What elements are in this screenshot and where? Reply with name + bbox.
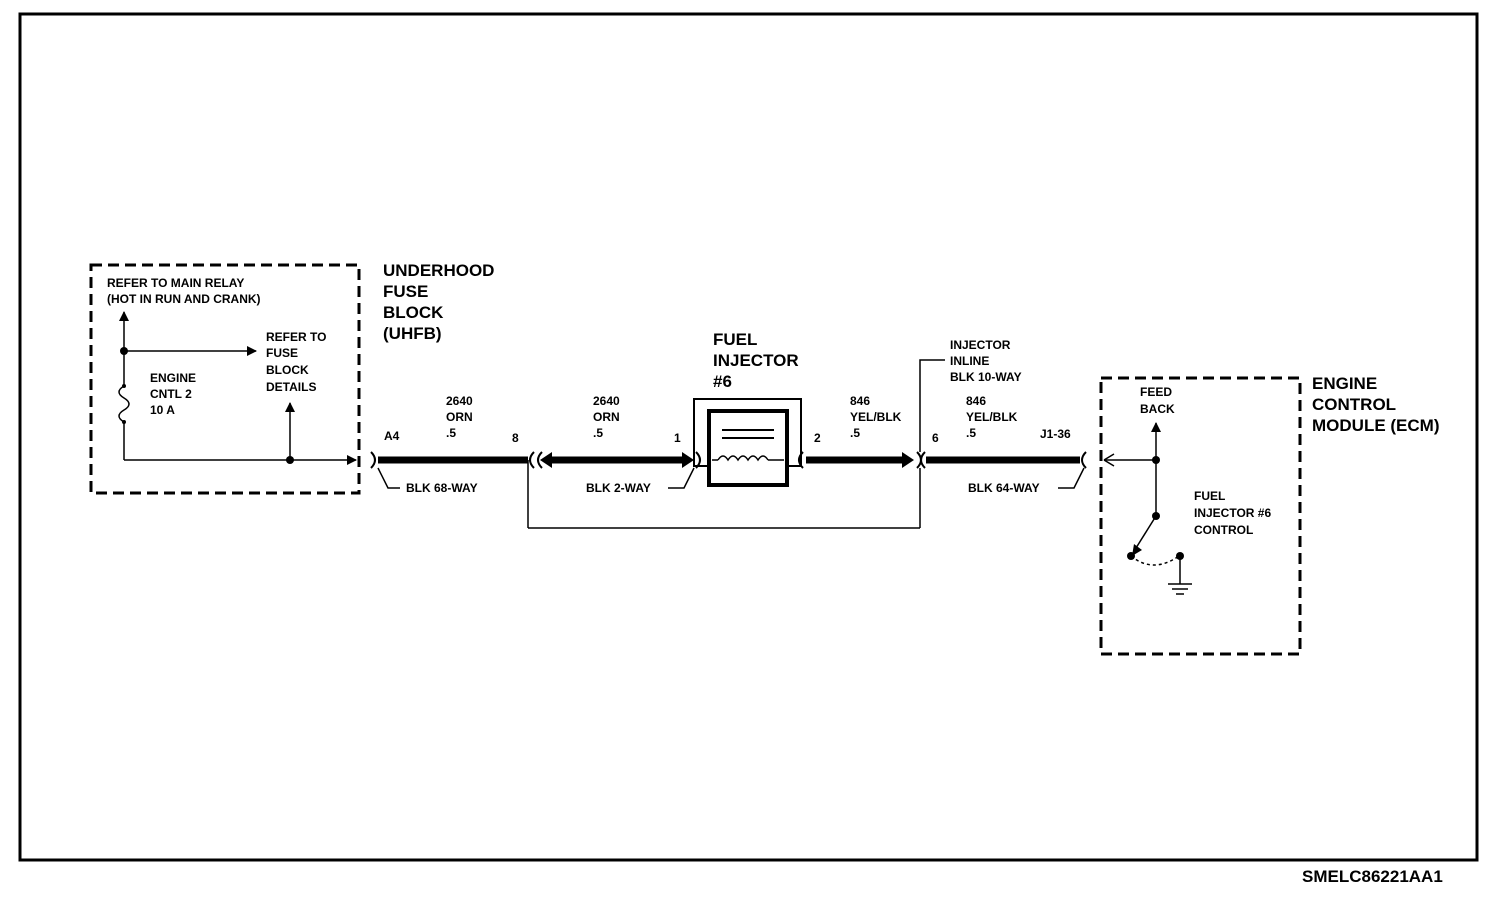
- diagram-id: SMELC86221AA1: [1302, 867, 1443, 886]
- splice-dot: [286, 456, 294, 464]
- injector-control-label: FUEL INJECTOR #6 CONTROL: [1194, 489, 1274, 537]
- wire-4-label: 846 YEL/BLK .5: [966, 394, 1021, 440]
- wire-segment-4: [926, 451, 1087, 469]
- wire-segment-3: [798, 451, 914, 469]
- fuse-icon: [118, 385, 130, 423]
- c68-pin-left: A4: [384, 429, 400, 443]
- c2-pin-right: 2: [814, 431, 821, 445]
- diagram-frame: [18, 12, 1479, 862]
- c64-name: BLK 64-WAY: [968, 481, 1040, 495]
- c64-pin: J1-36: [1040, 427, 1071, 441]
- fuse-label: ENGINE CNTL 2 10 A: [150, 371, 199, 417]
- wire-segment-1: [370, 451, 535, 469]
- refer-main-relay-label: REFER TO MAIN RELAY (HOT IN RUN AND CRAN…: [107, 276, 261, 306]
- wire-segment-2: [537, 451, 701, 469]
- c2-name: BLK 2-WAY: [586, 481, 651, 495]
- feedback-label: FEED BACK: [1140, 385, 1175, 416]
- ecm-box: FEED BACK FUEL INJECTOR #6 CONTROL: [1099, 376, 1302, 656]
- switch-icon: [1127, 515, 1184, 566]
- ecm-label: ENGINE CONTROL MODULE (ECM): [1312, 374, 1439, 435]
- uhfb-label: UNDERHOOD FUSE BLOCK (UHFB): [383, 261, 499, 343]
- coil-icon: [717, 455, 769, 462]
- c2-pin-left: 1: [674, 431, 681, 445]
- refer-fuse-block-label: REFER TO FUSE BLOCK DETAILS: [266, 330, 330, 394]
- wire-3-label: 846 YEL/BLK .5: [850, 394, 905, 440]
- c68-pin-right: 8: [512, 431, 519, 445]
- wire-2-label: 2640 ORN .5: [593, 394, 623, 440]
- ground-icon: [1168, 556, 1192, 595]
- c10-name: INJECTOR INLINE BLK 10-WAY: [950, 338, 1022, 384]
- wire-1-label: 2640 ORN .5: [446, 394, 476, 440]
- c68-name: BLK 68-WAY: [406, 481, 478, 495]
- fuel-injector: [693, 398, 802, 487]
- c10-pin: 6: [932, 431, 939, 445]
- fuse-block-box: REFER TO MAIN RELAY (HOT IN RUN AND CRAN…: [89, 263, 361, 495]
- injector-label: FUEL INJECTOR #6: [713, 330, 803, 391]
